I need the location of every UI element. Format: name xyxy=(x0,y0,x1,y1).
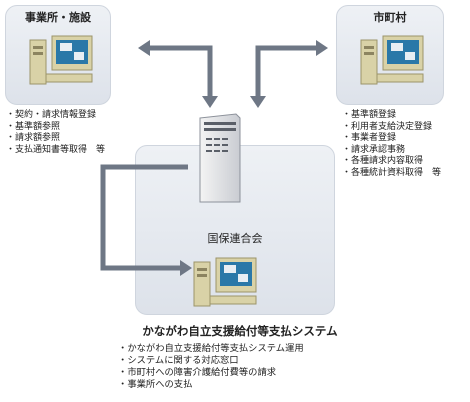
municipality-computer-icon xyxy=(360,35,424,85)
server-icon xyxy=(199,113,241,203)
municipality-task: 各種請求内容取得 xyxy=(342,156,441,168)
server-arrowhead-right xyxy=(250,96,266,108)
municipality-task: 基準額登録 xyxy=(342,110,441,122)
server-arrowhead-left xyxy=(202,96,218,108)
office-task: 契約・請求情報登録 xyxy=(6,110,105,122)
office-panel: 事業所・施設 xyxy=(5,5,111,105)
server-to-computer-arrow xyxy=(100,164,188,271)
municipality-task: 事業者登録 xyxy=(342,133,441,145)
system-task-list: かながわ自立支援給付等支払システム運用 システムに関する対応窓口 市町村への障害… xyxy=(118,343,304,391)
computer-arrowhead xyxy=(180,260,192,276)
municipality-panel: 市町村 xyxy=(336,5,444,105)
municipality-arrowhead xyxy=(316,40,328,56)
municipality-task: 請求承認事務 xyxy=(342,145,441,157)
office-title: 事業所・施設 xyxy=(25,11,91,24)
office-server-arrow xyxy=(145,45,213,100)
office-task: 支払通知書等取得 等 xyxy=(6,145,105,157)
office-task: 請求額参照 xyxy=(6,133,105,145)
office-task: 基準額参照 xyxy=(6,122,105,134)
municipality-task: 利用者支給決定登録 xyxy=(342,122,441,134)
office-arrowhead xyxy=(138,40,150,56)
system-task: 市町村への障害介護給付費等の請求 xyxy=(118,367,304,379)
system-task: かながわ自立支援給付等支払システム運用 xyxy=(118,343,303,355)
system-task: システムに関する対応窓口 xyxy=(118,355,304,367)
system-title: かながわ自立支援給付等支払システム xyxy=(142,324,338,338)
office-task-list: 契約・請求情報登録 基準額参照 請求額参照 支払通知書等取得 等 xyxy=(6,110,105,156)
municipality-task-list: 基準額登録 利用者支給決定登録 事業者登録 請求承認事務 各種請求内容取得 各種… xyxy=(342,110,441,179)
municipality-task: 各種統計資料取得 等 xyxy=(342,168,441,180)
municipality-title: 市町村 xyxy=(373,11,407,24)
federation-title: 国保連合会 xyxy=(207,232,263,245)
municipality-server-arrow xyxy=(255,45,320,100)
office-computer-icon xyxy=(29,35,93,85)
federation-computer-icon xyxy=(193,257,257,307)
system-task: 事業所への支払 xyxy=(118,379,304,391)
